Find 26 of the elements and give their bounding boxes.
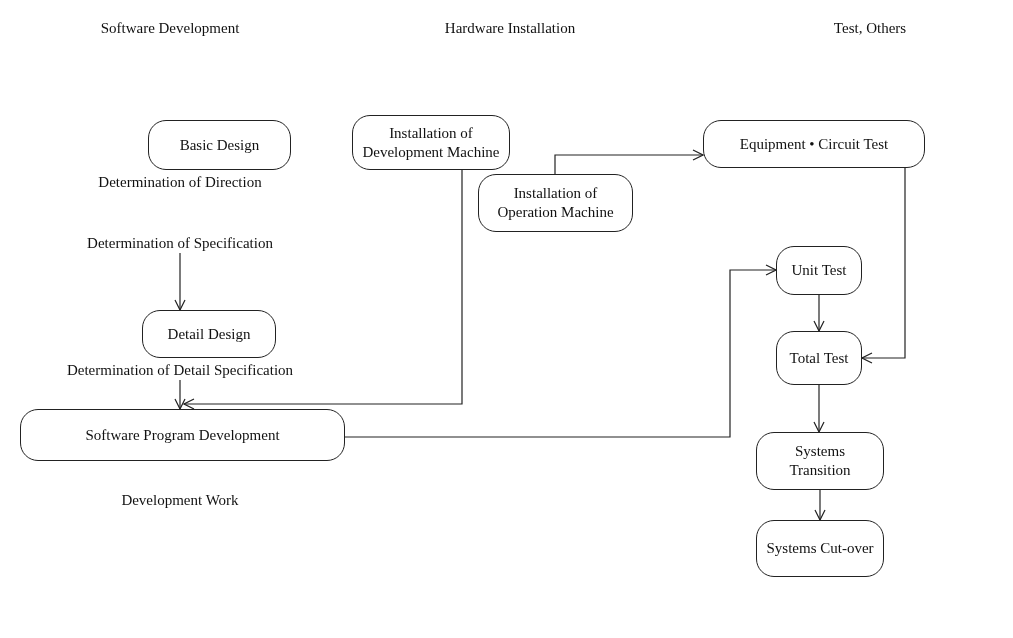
arrow	[813, 384, 825, 433]
arrow	[814, 489, 826, 521]
step-caption: Development Work	[120, 491, 240, 510]
step-caption: Determination of Detail Specification	[65, 361, 295, 380]
process-box: Systems Cut-over	[756, 520, 884, 577]
arrow	[174, 252, 186, 311]
process-box: Unit Test	[776, 246, 862, 295]
arrow	[183, 169, 463, 410]
step-caption: Determination of Direction	[97, 173, 263, 192]
process-box: Total Test	[776, 331, 862, 385]
column-heading: Test, Others	[832, 20, 908, 37]
process-box: Installation of Development Machine	[352, 115, 510, 170]
step-caption: Determination of Specification	[86, 234, 274, 253]
process-box: Software Program Development	[20, 409, 345, 461]
process-box: Detail Design	[142, 310, 276, 358]
process-box: Installation of Operation Machine	[478, 174, 633, 232]
column-heading: Software Development	[99, 20, 241, 37]
process-box: Systems Transition	[756, 432, 884, 490]
process-box: Basic Design	[148, 120, 291, 170]
arrow	[344, 264, 777, 438]
arrow	[554, 149, 704, 175]
arrow	[813, 294, 825, 332]
arrow	[174, 379, 186, 410]
process-box: Equipment • Circuit Test	[703, 120, 925, 168]
arrow	[861, 167, 906, 364]
column-heading: Hardware Installation	[443, 20, 577, 37]
